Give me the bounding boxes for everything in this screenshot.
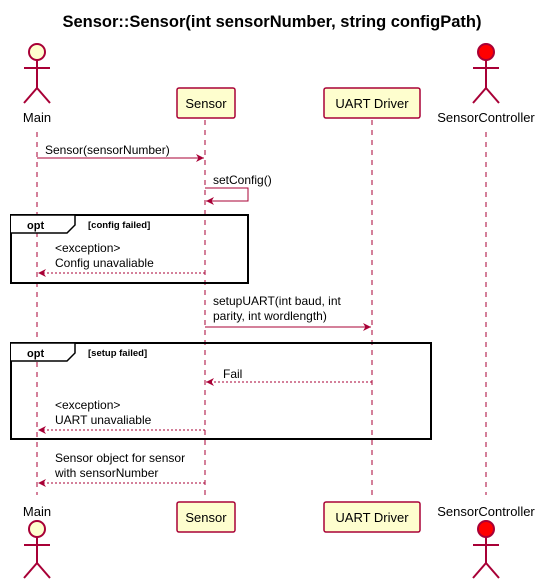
participant-name: SensorController: [437, 504, 535, 519]
participant-name: UART Driver: [335, 96, 409, 111]
message-sensor-constructor: Sensor(sensorNumber): [37, 143, 204, 162]
controller-actor-bottom: SensorController: [437, 504, 535, 579]
participant-name: Sensor: [185, 96, 227, 111]
fragment-guard: [setup failed]: [88, 348, 147, 359]
message-label: with sensorNumber: [54, 466, 158, 480]
message-arrow: [205, 187, 249, 205]
fragment-operator: opt: [27, 220, 44, 232]
main-actor-bottom: Main: [23, 504, 51, 579]
participant-name: UART Driver: [335, 510, 409, 525]
actor-icon: [23, 520, 51, 579]
fragment-operator: opt: [27, 348, 44, 360]
controller-actor-top: SensorController: [437, 43, 535, 125]
opt-fragment-setup-failed: opt [setup failed]: [10, 342, 432, 440]
message-label: <exception>: [55, 241, 120, 255]
message-setup-uart: setupUART(int baud, int parity, int word…: [205, 294, 371, 331]
message-uart-exception: <exception> UART unavaliable: [38, 398, 205, 434]
participant-name: Sensor: [185, 510, 227, 525]
participant-name: SensorController: [437, 110, 535, 125]
diagram-title: Sensor::Sensor(int sensorNumber, string …: [63, 13, 482, 31]
message-label: Fail: [223, 367, 242, 381]
opt-fragment-config-failed: opt [config failed]: [10, 214, 249, 284]
message-label: Config unavaliable: [55, 256, 154, 270]
message-label: Sensor(sensorNumber): [45, 143, 170, 157]
lifelines: [36, 120, 487, 500]
message-set-config: setConfig(): [205, 173, 272, 205]
actor-icon: [472, 520, 500, 579]
message-fail: Fail: [206, 367, 372, 386]
participant-name: Main: [23, 110, 51, 125]
sensor-box-top: Sensor: [176, 87, 236, 119]
uart-box-bottom: UART Driver: [323, 501, 421, 533]
actor-icon: [23, 43, 51, 104]
fragment-guard: [config failed]: [88, 220, 150, 231]
message-label: UART unavaliable: [55, 413, 152, 427]
message-label: <exception>: [55, 398, 120, 412]
message-config-exception: <exception> Config unavaliable: [38, 241, 205, 277]
actor-icon: [472, 43, 500, 104]
main-actor-top: Main: [23, 43, 51, 125]
message-label: Sensor object for sensor: [55, 451, 185, 465]
sensor-box-bottom: Sensor: [176, 501, 236, 533]
uart-box-top: UART Driver: [323, 87, 421, 119]
participant-name: Main: [23, 504, 51, 519]
message-sensor-object: Sensor object for sensor with sensorNumb…: [38, 451, 205, 487]
message-label: setConfig(): [213, 173, 272, 187]
message-label: setupUART(int baud, int: [213, 294, 342, 308]
message-label: parity, int wordlength): [213, 309, 327, 323]
